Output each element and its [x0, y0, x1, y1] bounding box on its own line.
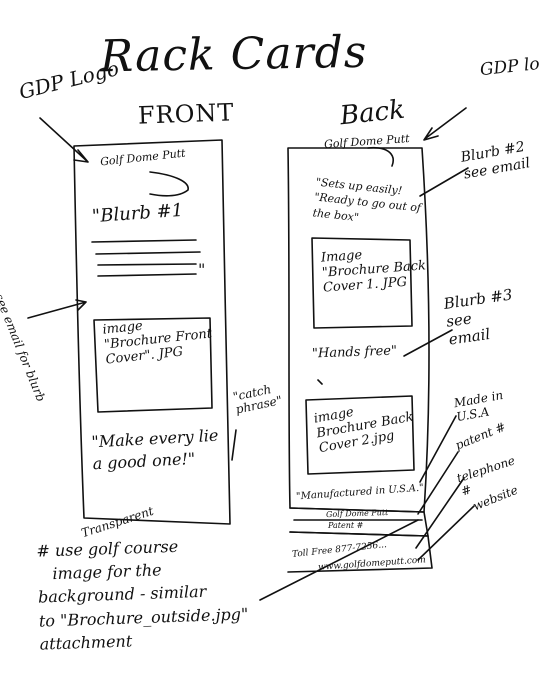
made-usa-arrow [419, 415, 457, 483]
front-image-box [93, 317, 213, 413]
see-email-arrow [27, 299, 87, 319]
front-blurb-line-4 [97, 273, 197, 277]
website-arrow [417, 505, 475, 561]
front-blurb-line-1 [91, 239, 197, 243]
front-blurb-close: " [198, 260, 206, 279]
logo-left-arrow [39, 117, 89, 163]
front-catch-phrase: "Make every lie a good one!" [91, 425, 219, 473]
back-dash-1 [317, 379, 323, 385]
background-note: # use golf course image for the backgrou… [36, 536, 249, 654]
back-hands-free: "Hands free" [311, 343, 398, 362]
front-label: FRONT [137, 98, 235, 130]
back-label: Back [338, 94, 407, 132]
back-bottom-strip-2 [287, 531, 433, 573]
back-blurb3-label: Blurb #3 see email [442, 285, 514, 349]
note-arrow [259, 519, 419, 601]
catch-phrase-line [231, 429, 237, 461]
blurb2-arrow [419, 167, 469, 197]
front-card-outline [73, 139, 231, 525]
patent-arrow [417, 451, 459, 515]
page-title: Rack Cards [99, 26, 368, 83]
logo-right-arrow [423, 107, 467, 141]
back-logo-swoosh [367, 146, 394, 167]
back-image2-box [305, 395, 415, 475]
blurb3-arrow [403, 329, 453, 357]
back-image1-label: Image "Brochure Back Cover 1. JPG [320, 247, 427, 296]
front-logo-swoosh [149, 171, 189, 197]
telephone-arrow [415, 477, 465, 549]
front-blurb-line-2 [95, 251, 201, 255]
front-blurb-line-3 [97, 263, 197, 266]
back-image1-box [311, 237, 413, 329]
back-patent: Patent # [328, 521, 364, 530]
